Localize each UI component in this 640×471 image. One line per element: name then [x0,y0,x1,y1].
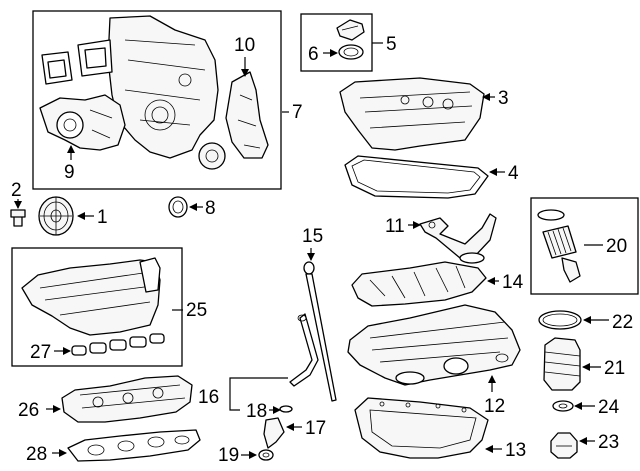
crankshaft-seal-part[interactable] [168,196,188,218]
callout-12: 12 [484,396,505,417]
timing-cover-gasket-part[interactable] [41,39,113,85]
crank-sprocket-part[interactable] [198,142,226,170]
oil-filter-housing-part[interactable] [543,337,581,391]
callout-18: 18 [246,401,267,422]
callout-19: 19 [218,445,239,466]
callout-26: 26 [18,400,39,421]
timing-chain-guide-part[interactable] [225,71,269,159]
dipstick-bracket-part[interactable] [263,417,285,449]
pulley-bolt-part[interactable] [10,209,26,227]
dipstick-oring-part[interactable] [279,405,293,413]
oil-filter-element-part[interactable] [537,209,581,283]
callout-14: 14 [502,272,524,293]
drain-plug-part[interactable] [550,432,578,459]
callout-6: 6 [308,44,319,65]
upper-oil-pan-part[interactable] [347,304,521,386]
dipstick-ring-part[interactable] [258,449,274,461]
valve-cover-gasket-part[interactable] [344,155,489,199]
callout-15: 15 [302,226,323,247]
callout-4: 4 [508,163,519,184]
callout-11: 11 [385,216,405,237]
callout-5: 5 [386,34,397,55]
exhaust-gasket-part[interactable] [67,429,201,462]
callout-25: 25 [186,300,207,321]
intake-manifold-part[interactable] [21,257,161,336]
lower-oil-pan-part[interactable] [354,397,489,459]
callout-24: 24 [598,397,620,418]
water-pump-part[interactable] [39,94,126,151]
callout-23: 23 [598,432,619,453]
valve-cover-part[interactable] [339,77,485,151]
callout-1: 1 [97,207,108,228]
callout-16: 16 [198,387,219,408]
callout-13: 13 [505,440,526,461]
callout-7: 7 [292,102,303,123]
callout-8: 8 [205,198,216,219]
callout-3: 3 [498,88,509,109]
timing-cover-part[interactable] [107,15,219,159]
oil-cap-gasket-part[interactable] [338,44,364,60]
oil-strainer-part[interactable] [419,213,497,264]
callout-17: 17 [305,418,326,439]
callout-9: 9 [64,162,75,183]
oring-part[interactable] [538,310,582,330]
group-box-oil-filter [530,197,639,295]
baffle-plate-part[interactable] [351,261,487,307]
callout-20: 20 [606,236,627,257]
group-box-timing-cover [32,10,282,190]
dipstick-guide-part[interactable] [289,313,319,387]
callout-28: 28 [26,444,47,465]
exhaust-manifold-part[interactable] [61,375,193,423]
intake-gasket-part[interactable] [71,333,165,356]
group-box-intake-manifold [11,247,183,367]
oil-dipstick-part[interactable] [303,261,337,402]
crankshaft-pulley-part[interactable] [38,196,74,236]
drain-washer-part[interactable] [552,400,574,412]
callout-22: 22 [612,312,633,333]
callout-2: 2 [11,180,22,201]
callout-27: 27 [30,342,51,363]
callout-10: 10 [234,35,255,56]
oil-filler-cap-part[interactable] [336,19,365,41]
callout-21: 21 [604,358,625,379]
